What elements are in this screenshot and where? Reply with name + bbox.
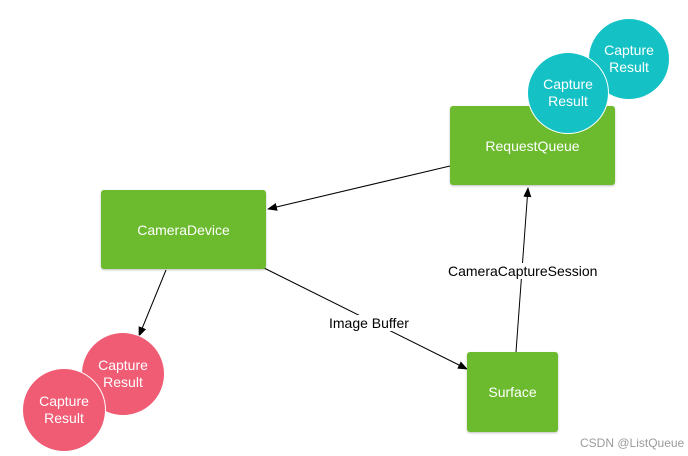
capture-result-red-front: Capture Result (22, 368, 106, 452)
capture-result-line1: Capture (39, 393, 89, 409)
capture-result-red-back: Capture Result (81, 332, 165, 416)
capture-result-teal-back: Capture Result (588, 18, 670, 100)
camera-device-label: CameraDevice (137, 221, 230, 238)
image-buffer-label: Image Buffer (327, 315, 411, 331)
capture-result-teal-front: Capture Result (527, 52, 609, 134)
capture-result-line2: Result (548, 93, 588, 109)
camera-capture-session-label: CameraCaptureSession (446, 263, 600, 279)
camera-device-node: CameraDevice (101, 190, 266, 269)
capture-result-line1: Capture (543, 76, 593, 92)
capture-result-line2: Result (609, 59, 649, 75)
surface-label: Surface (488, 384, 537, 400)
capture-result-line1: Capture (98, 357, 148, 373)
capture-result-line2: Result (44, 410, 84, 426)
arrow-cameradevice-to-red-results (138, 269, 167, 337)
capture-result-line1: Capture (604, 42, 654, 58)
watermark-text: CSDN @ListQueue (580, 436, 685, 450)
arrow-requestqueue-to-cameradevice (267, 165, 451, 211)
request-queue-label: RequestQueue (485, 137, 580, 154)
surface-node: Surface (467, 352, 558, 432)
capture-result-line2: Result (103, 374, 143, 390)
